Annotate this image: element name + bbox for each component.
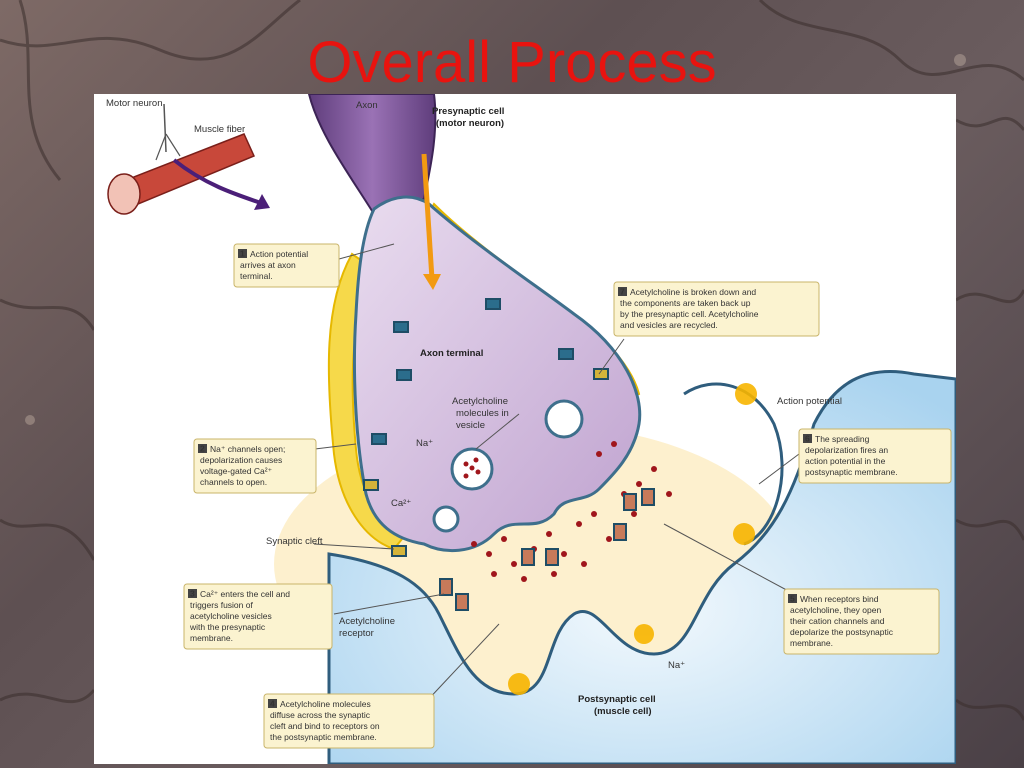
step-number: 5 [790, 594, 795, 604]
inset-muscle-fiber-label: Muscle fiber [194, 124, 245, 135]
step-text-line: their cation channels and [790, 616, 885, 626]
synaptic-cleft-label: Synaptic cleft [266, 536, 323, 547]
postsynaptic-cell-shape [327, 369, 956, 764]
step-text-line: membrane. [190, 633, 233, 643]
diagram-panel: Motor neuron Muscle fiber Axon Presynapt… [94, 94, 956, 764]
postsynaptic-label-1: Postsynaptic cell [578, 694, 656, 705]
step-text-line: acetylcholine vesicles [190, 611, 272, 621]
na-label-bottom: Na⁺ [668, 660, 685, 671]
action-potential-arrow [421, 153, 435, 280]
step-text-line: When receptors bind [800, 594, 879, 604]
inset-muscle-fiber [107, 103, 270, 215]
step-text-line: The spreading [815, 434, 870, 444]
postsynaptic-fold [683, 382, 784, 546]
axon-label: Axon [356, 100, 378, 111]
step-text-line: triggers fusion of [190, 600, 253, 610]
step-text-line: with the presynaptic [189, 622, 266, 632]
step-text-line: terminal. [240, 271, 273, 281]
neuromuscular-junction-diagram: Motor neuron Muscle fiber Axon Presynapt… [106, 94, 956, 764]
step-text-line: Acetylcholine is broken down and [630, 287, 756, 297]
ion-channels [363, 298, 655, 611]
step-text-line: membrane. [790, 638, 833, 648]
vesicle-label-2: molecules in [456, 408, 509, 419]
step-text-line: depolarization causes [200, 455, 282, 465]
step-text-line: voltage-gated Ca²⁺ [200, 466, 273, 476]
step-text-line: diffuse across the synaptic [270, 710, 371, 720]
axon [307, 94, 437, 216]
step-text-line: depolarization fires an [805, 445, 888, 455]
action-potential-arrowhead [423, 274, 441, 290]
empty-vesicle [544, 399, 584, 439]
step-number: 2 [200, 444, 205, 454]
inset-motor-neuron-label: Motor neuron [106, 98, 163, 109]
step-number: 4 [270, 699, 275, 709]
step-text-line: the components are taken back up [620, 298, 751, 308]
step-text-line: postsynaptic membrane. [805, 467, 898, 477]
step-number: 3 [190, 589, 195, 599]
step-text-line: acetylcholine, they open [790, 605, 881, 615]
step-text-line: the postsynaptic membrane. [270, 732, 377, 742]
step-text-line: action potential in the [805, 456, 886, 466]
step-number: 1 [240, 249, 245, 259]
postsynaptic-label-2: (muscle cell) [594, 706, 652, 717]
axon-terminal-label: Axon terminal [420, 348, 483, 359]
receptor-label-2: receptor [339, 628, 374, 639]
na-label-top: Na⁺ [416, 438, 433, 449]
depolarization-sparks [508, 383, 757, 695]
step-text-line: cleft and bind to receptors on [270, 721, 380, 731]
step-text-line: Ca²⁺ enters the cell and [200, 589, 290, 599]
vesicle-label-3: vesicle [456, 420, 485, 431]
presynaptic-label-2: (motor neuron) [436, 118, 504, 129]
step-number: 7 [620, 287, 625, 297]
step-text-line: arrives at axon [240, 260, 296, 270]
step-text-line: and vesicles are recycled. [620, 320, 718, 330]
step-number: 6 [805, 434, 810, 444]
step-text-line: Na⁺ channels open; [210, 444, 285, 454]
slide-title: Overall Process [307, 30, 717, 95]
axon-terminal [352, 195, 642, 553]
step-text-line: by the presynaptic cell. Acetylcholine [620, 309, 759, 319]
step-text-line: Acetylcholine molecules [280, 699, 371, 709]
vesicle-label-1: Acetylcholine [452, 396, 508, 407]
step-box-2: 2 Na⁺ channels open;depolarization causes… [193, 438, 317, 494]
receptor-label-1: Acetylcholine [339, 616, 395, 627]
ca-label: Ca²⁺ [391, 498, 411, 509]
action-potential-label: Action potential [777, 396, 842, 407]
step-text-line: Action potential [250, 249, 308, 259]
step-text-line: channels to open. [200, 477, 267, 487]
presynaptic-label-1: Presynaptic cell [432, 106, 504, 117]
step-text-line: depolarize the postsynaptic [790, 627, 894, 637]
